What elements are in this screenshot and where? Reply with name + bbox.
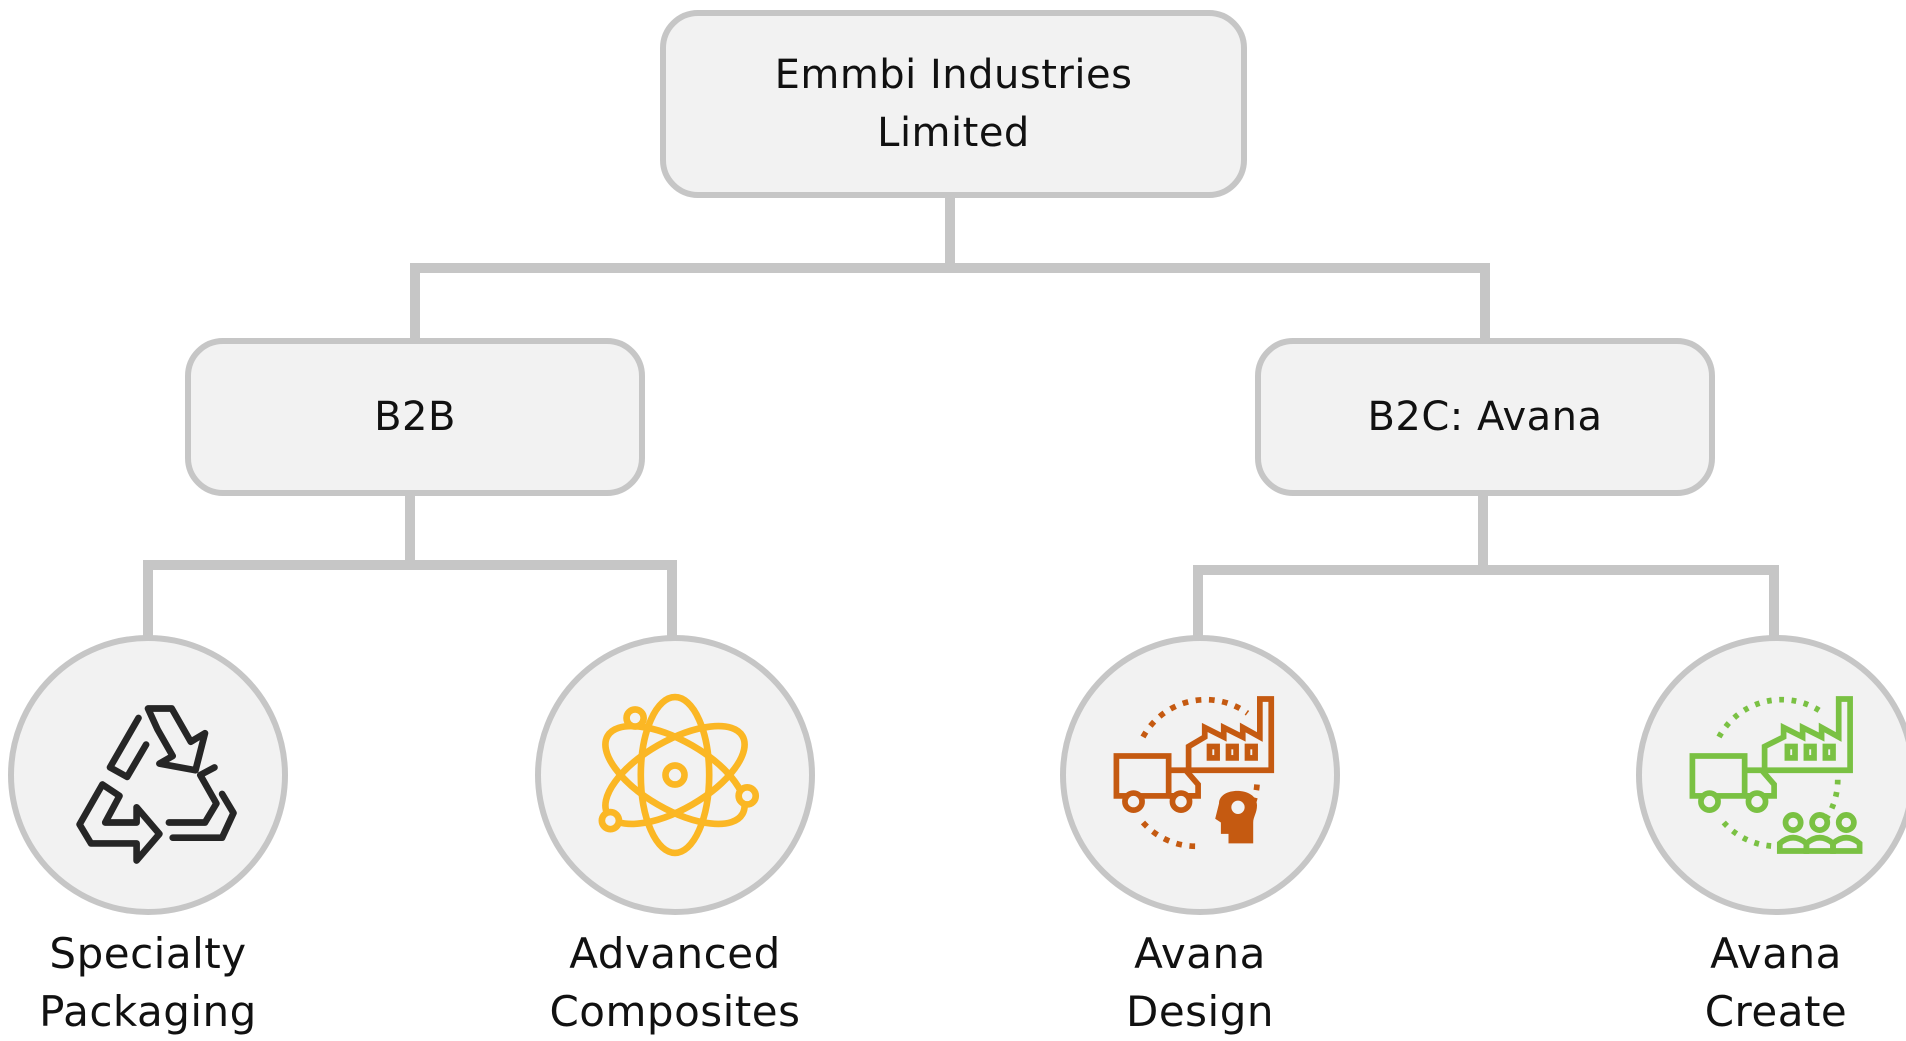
branch-label-b2b: B2B [374, 394, 456, 440]
root-node: Emmbi Industries Limited [660, 10, 1247, 198]
leaf-label-line2: Design [1125, 987, 1274, 1036]
leaf-label-line1: Avana [1710, 929, 1842, 978]
design-supply-chain-icon [1113, 696, 1275, 850]
leaf-circle-avana-create [1636, 635, 1906, 915]
branch-node-b2c: B2C: Avana [1255, 338, 1715, 496]
leaf-label-advanced-composites: Advanced Composites [515, 925, 835, 1041]
leaf-circle-advanced-composites [535, 635, 815, 915]
branch-node-b2b: B2B [185, 338, 645, 496]
leaf-label-specialty-packaging: Specialty Packaging [0, 925, 308, 1041]
branch-label-b2c: B2C: Avana [1367, 394, 1603, 440]
leaf-label-line1: Specialty [49, 929, 247, 978]
leaf-label-avana-design: Avana Design [1040, 925, 1360, 1041]
leaf-label-line2: Composites [549, 987, 801, 1036]
leaf-label-line1: Avana [1134, 929, 1266, 978]
root-label-line2: Limited [877, 110, 1030, 156]
root-label-line1: Emmbi Industries [774, 52, 1133, 98]
leaf-label-line1: Advanced [569, 929, 781, 978]
leaf-label-line2: Create [1704, 987, 1848, 1036]
leaf-circle-specialty-packaging [8, 635, 288, 915]
recycle-icon [76, 705, 237, 864]
leaf-label-avana-create: Avana Create [1616, 925, 1906, 1041]
leaf-circle-avana-design [1060, 635, 1340, 915]
leaf-label-line2: Packaging [39, 987, 257, 1036]
atom-icon [598, 693, 760, 857]
create-supply-chain-icon [1689, 696, 1863, 854]
